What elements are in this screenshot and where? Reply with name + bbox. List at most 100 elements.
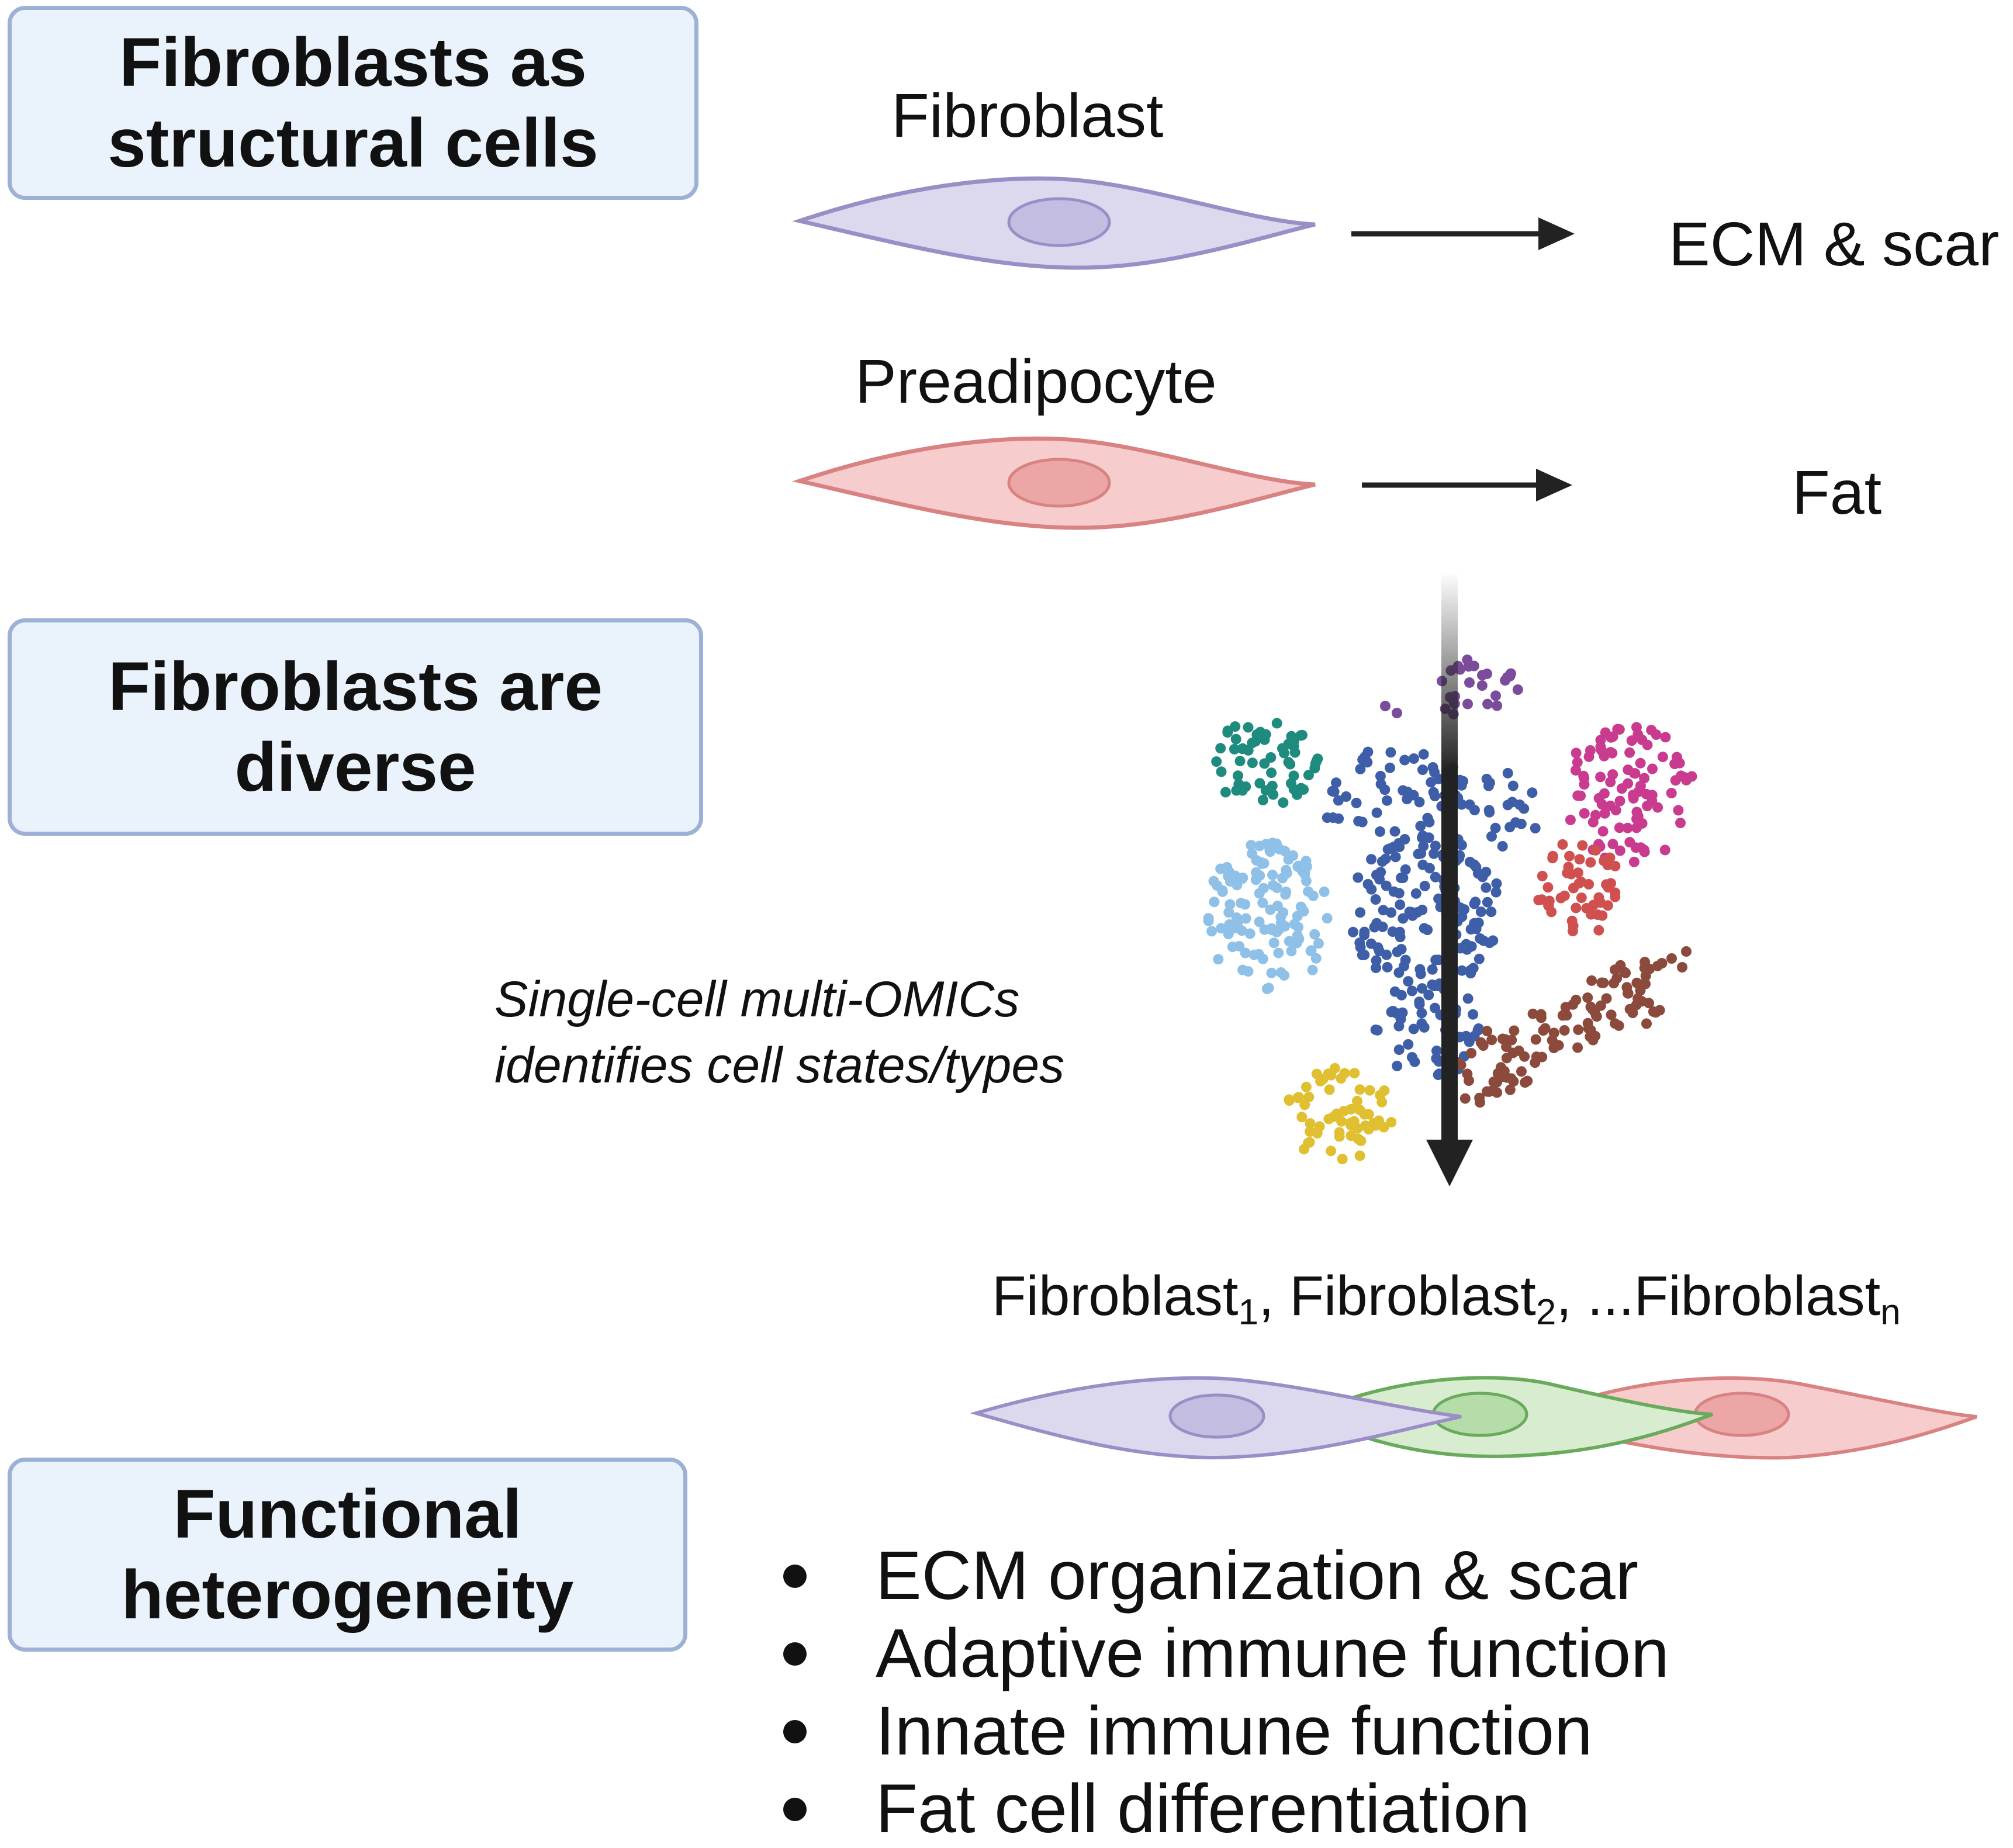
- cluster-magenta-point: [1614, 845, 1625, 856]
- cluster-brown-point: [1530, 1057, 1541, 1068]
- cluster-lightblue-point: [1225, 899, 1236, 910]
- cluster-blue-point: [1381, 949, 1392, 960]
- box-functional-line1: Functional: [173, 1476, 522, 1553]
- bullet-icon: [783, 1797, 807, 1821]
- cluster-magenta-point: [1570, 765, 1581, 776]
- cluster-brown-point: [1596, 977, 1607, 988]
- function-item: Innate immune function: [783, 1693, 1669, 1770]
- cluster-teal-point: [1254, 778, 1265, 789]
- cluster-blue-point: [1385, 762, 1395, 773]
- cluster-blue-point: [1393, 1044, 1405, 1055]
- cluster-lightblue-point: [1277, 873, 1288, 884]
- cluster-blue-point: [1486, 831, 1497, 842]
- function-item-text: Fat cell differentiation: [876, 1770, 1530, 1847]
- box-structural-line2: structural cells: [108, 105, 599, 182]
- cluster-lightblue-point: [1236, 925, 1247, 936]
- cluster-magenta-point: [1624, 747, 1635, 758]
- cluster-blue-point: [1359, 949, 1370, 960]
- cluster-blue-point: [1390, 852, 1401, 863]
- cluster-yellow-point: [1379, 1085, 1390, 1096]
- cluster-blue-point: [1371, 807, 1382, 818]
- cluster-lightblue-point: [1293, 933, 1305, 944]
- cluster-lightblue-point: [1280, 889, 1291, 900]
- cluster-purple-point: [1476, 680, 1488, 691]
- cluster-red-point: [1567, 926, 1578, 937]
- cluster-blue-point: [1398, 913, 1409, 924]
- cluster-magenta-point: [1599, 808, 1610, 819]
- cluster-lightblue-point: [1266, 967, 1277, 978]
- cluster-blue-point: [1490, 887, 1502, 898]
- cluster-red-point: [1576, 892, 1587, 904]
- cluster-lightblue-point: [1286, 946, 1297, 957]
- cluster-blue-point: [1475, 906, 1486, 918]
- cluster-teal-point: [1229, 743, 1240, 755]
- cluster-brown-point: [1606, 1009, 1617, 1020]
- cluster-magenta-point: [1622, 822, 1633, 833]
- cluster-blue-point: [1419, 881, 1430, 891]
- fibroblast-label: Fibroblast: [891, 81, 1164, 150]
- cluster-blue-point: [1400, 954, 1411, 965]
- cluster-teal-point: [1222, 727, 1233, 738]
- cluster-red-point: [1593, 892, 1604, 903]
- cluster-purple-point: [1490, 690, 1501, 701]
- subtype-2-base: Fibroblast: [1289, 1265, 1536, 1327]
- cluster-brown-point: [1501, 1041, 1512, 1053]
- cluster-blue-point: [1402, 786, 1413, 797]
- ecm-scar-label: ECM & scar: [1669, 210, 2000, 279]
- cluster-lightblue-point: [1298, 906, 1309, 917]
- cluster-teal-point: [1251, 729, 1263, 740]
- cluster-magenta-point: [1652, 802, 1663, 813]
- cluster-magenta-point: [1565, 814, 1576, 825]
- cluster-blue-point: [1404, 906, 1415, 918]
- cluster-blue-point: [1430, 871, 1441, 883]
- cluster-brown-point: [1613, 1020, 1624, 1031]
- function-item-text: Innate immune function: [876, 1693, 1593, 1770]
- cluster-blue-point: [1429, 767, 1440, 778]
- omics-caption-line2: identifies cell states/types: [494, 1037, 1065, 1093]
- cluster-brown-point: [1652, 960, 1663, 971]
- cluster-lightblue-point: [1208, 875, 1219, 887]
- cluster-magenta-point: [1596, 799, 1607, 810]
- cluster-blue-point: [1468, 1009, 1479, 1020]
- cluster-lightblue-point: [1281, 864, 1292, 875]
- cluster-blue-point: [1379, 784, 1391, 795]
- function-item-text: ECM organization & scar: [876, 1537, 1639, 1614]
- cluster-magenta-point: [1579, 779, 1590, 790]
- box-functional-heterogeneity: Functional heterogeneity: [8, 1458, 687, 1652]
- cluster-lightblue-point: [1247, 848, 1258, 859]
- cluster-blue-point: [1431, 1046, 1442, 1056]
- cluster-blue-point: [1375, 770, 1386, 781]
- function-item: Adaptive immune function: [783, 1615, 1669, 1693]
- cluster-blue-point: [1329, 786, 1340, 797]
- cluster-blue-point: [1481, 867, 1492, 878]
- cluster-yellow-point: [1303, 1092, 1315, 1103]
- cluster-magenta-point: [1646, 725, 1657, 736]
- cluster-lightblue-point: [1246, 840, 1257, 851]
- preadipocyte-label: Preadipocyte: [855, 347, 1217, 416]
- cluster-blue-point: [1381, 880, 1392, 891]
- cluster-magenta-point: [1583, 751, 1595, 762]
- box-diverse-line2: diverse: [234, 729, 476, 806]
- cluster-teal-point: [1215, 743, 1226, 754]
- cluster-brown-point: [1654, 1005, 1665, 1016]
- cluster-brown-point: [1501, 1053, 1512, 1064]
- cluster-blue-point: [1482, 897, 1493, 908]
- cluster-brown-point: [1530, 1034, 1541, 1045]
- function-list: ECM organization & scar Adaptive immune …: [783, 1537, 1669, 1848]
- cluster-blue-point: [1355, 907, 1366, 918]
- cluster-blue-point: [1415, 968, 1426, 980]
- cluster-magenta-point: [1575, 790, 1586, 801]
- cluster-lightblue-point: [1236, 898, 1247, 909]
- cluster-lightblue-point: [1267, 870, 1278, 881]
- cluster-brown-point: [1557, 1010, 1568, 1021]
- cluster-lightblue-point: [1223, 929, 1234, 940]
- cluster-red-point: [1599, 856, 1610, 866]
- cluster-teal-point: [1220, 787, 1231, 798]
- cluster-magenta-point: [1628, 790, 1638, 801]
- cluster-lightblue-point: [1244, 928, 1255, 939]
- cluster-yellow-point: [1352, 1096, 1362, 1106]
- cluster-brown-point: [1474, 1092, 1485, 1103]
- cluster-blue-point: [1478, 935, 1489, 946]
- bullet-icon: [783, 1564, 807, 1588]
- cluster-yellow-point: [1326, 1070, 1337, 1081]
